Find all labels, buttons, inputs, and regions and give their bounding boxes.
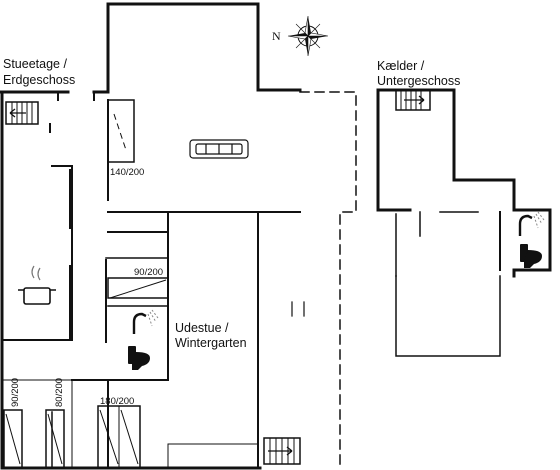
compass-rose-icon (287, 15, 329, 57)
stairs-icon (395, 89, 431, 111)
bed-icon (107, 99, 135, 163)
bed-dimension-label: 90/200 (10, 378, 21, 407)
floor-label-ground-line2: Erdgeschoss (3, 73, 75, 87)
bed-dimension-label: 140/200 (110, 167, 144, 178)
sofa-icon (189, 139, 249, 159)
bed-icon (3, 409, 23, 469)
compass-north-label: N (272, 29, 281, 43)
bed-dimension-label: 90/200 (134, 267, 163, 278)
cooking-pot-icon (18, 265, 56, 305)
basement-walls (376, 88, 552, 357)
bed-icon (107, 277, 169, 299)
floor-label-ground-line1: Stueetage / (3, 57, 67, 71)
room-label-conservatory-line2: Wintergarten (175, 336, 247, 350)
shower-icon (132, 309, 159, 334)
floor-label-basement-line2: Untergeschoss (377, 74, 460, 88)
toilet-icon (128, 346, 150, 370)
bed-icon (97, 405, 141, 469)
shower-icon (518, 211, 545, 236)
bed-dimension-label: 80/200 (54, 378, 65, 407)
bed-icon (45, 409, 65, 469)
stairs-icon (5, 101, 39, 125)
toilet-icon (520, 244, 542, 268)
floor-label-basement-line1: Kælder / (377, 59, 425, 73)
bed-dimension-label: 180/200 (100, 396, 134, 407)
room-label-conservatory-line1: Udestue / (175, 321, 229, 335)
stairs-icon (263, 437, 301, 465)
